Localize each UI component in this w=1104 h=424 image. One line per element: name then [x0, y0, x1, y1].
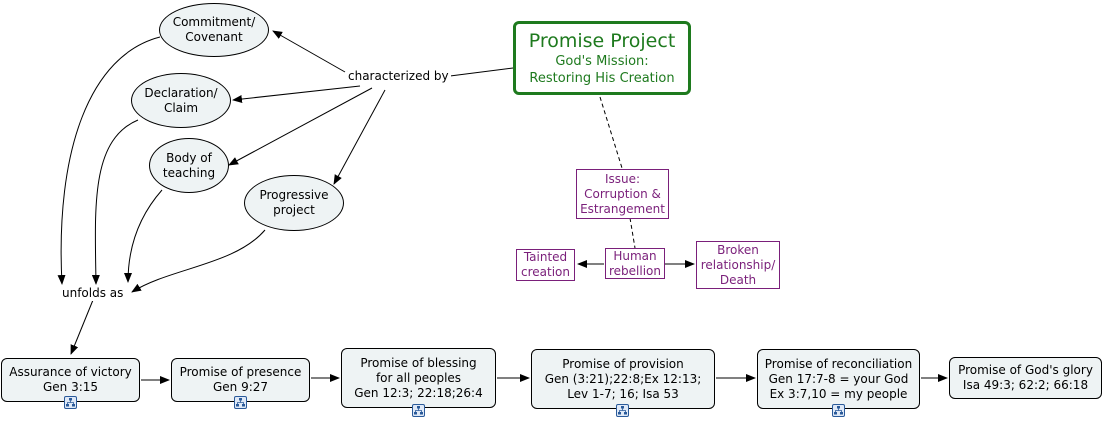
promise-of-reconciliation[interactable]: Promise of reconciliation Gen 17:7-8 = y… [757, 349, 920, 409]
arrow-unfolds-assurance [70, 299, 94, 355]
promise-label-line: Gen 12:3; 22:18;26:4 [354, 385, 483, 400]
arrow-progressive-unfolds [131, 229, 266, 293]
promise-label-line: Gen 17:7-8 = your God [768, 371, 909, 386]
main-concept[interactable]: Promise Project God's Mission: Restoring… [513, 21, 691, 95]
arrow-to-declaration [232, 85, 361, 103]
concept-label-line: Covenant [185, 30, 243, 44]
main-subtitle-line1: God's Mission: [555, 54, 649, 69]
issue-label-line: Human [613, 248, 657, 263]
submap-icon[interactable] [64, 396, 77, 409]
arrow-to-commitment [272, 30, 346, 73]
concept-label-line: Progressive [259, 188, 329, 202]
issue-label-line: Corruption & [584, 186, 661, 201]
link-label-characterized-by: characterized by [346, 69, 451, 84]
concept-human-rebellion[interactable]: Human rebellion [605, 248, 665, 279]
issue-label-line: Issue: [604, 171, 641, 186]
link-main-issue [599, 96, 623, 169]
promise-label-line: for all peoples [375, 370, 462, 385]
arrow-body-unfolds [124, 189, 163, 283]
promise-label-line: Promise of blessing [360, 355, 477, 370]
submap-icon[interactable] [832, 404, 845, 417]
arrow-to-body [228, 87, 373, 166]
promise-label-line: Isa 49:3; 62:2; 66:18 [962, 378, 1089, 392]
concept-issue-corruption[interactable]: Issue: Corruption & Estrangement [576, 169, 669, 219]
concept-label-line: teaching [162, 165, 216, 180]
arrow-to-progressive [333, 89, 386, 185]
promise-label-line: Gen 9:27 [212, 380, 269, 394]
promise-label-line: Promise of God's glory [958, 363, 1093, 377]
concept-broken-relationship[interactable]: Broken relationship/ Death [696, 241, 780, 289]
main-subtitle-line2: Restoring His Creation [529, 71, 675, 86]
concept-label-line: Claim [163, 100, 199, 115]
link-issue-rebellion [629, 217, 636, 249]
promise-label-line: Promise of presence [179, 365, 302, 379]
promise-of-presence[interactable]: Promise of presence Gen 9:27 [171, 358, 310, 402]
promise-of-gods-glory[interactable]: Promise of God's glory Isa 49:3; 62:2; 6… [949, 357, 1102, 399]
submap-icon[interactable] [234, 396, 247, 409]
concept-body-of-teaching[interactable]: Body of teaching [149, 138, 229, 193]
issue-label-line: rebellion [608, 263, 661, 278]
link-label-unfolds-as: unfolds as [60, 286, 126, 301]
concept-label-line: project [273, 203, 315, 217]
arrow-declaration-unfolds [91, 119, 139, 285]
arrow-commitment-unfolds [57, 36, 161, 285]
concept-declaration-claim[interactable]: Declaration/ Claim [131, 73, 231, 128]
promise-label-line: Assurance of victory [9, 365, 132, 379]
promise-label-line: Gen (3:21);22:8;Ex 12:13; [544, 371, 702, 386]
issue-label-line: Estrangement [580, 201, 665, 216]
link-main-characterized [449, 67, 514, 77]
issue-label-line: relationship/ [700, 257, 776, 272]
issue-label-line: Tainted [523, 250, 568, 264]
concept-label-line: Declaration/ [144, 85, 218, 100]
promise-of-blessing[interactable]: Promise of blessing for all peoples Gen … [341, 348, 496, 408]
concept-label-line: Body of [166, 150, 212, 165]
promise-label-line: Lev 1-7; 16; Isa 53 [567, 386, 679, 401]
promise-label-line: Ex 3:7,10 = my people [769, 386, 908, 401]
main-title: Promise Project [528, 30, 676, 52]
promise-of-provision[interactable]: Promise of provision Gen (3:21);22:8;Ex … [531, 349, 715, 409]
concept-commitment-covenant[interactable]: Commitment/ Covenant [159, 3, 269, 57]
promise-label-line: Promise of provision [562, 356, 684, 371]
concept-tainted-creation[interactable]: Tainted creation [516, 249, 575, 281]
submap-icon[interactable] [412, 404, 425, 417]
promise-label-line: Promise of reconciliation [764, 356, 913, 371]
concept-progressive-project[interactable]: Progressive project [244, 175, 344, 231]
concept-label-line: Commitment/ [172, 15, 256, 29]
promise-assurance-of-victory[interactable]: Assurance of victory Gen 3:15 [1, 358, 140, 402]
issue-label-line: Broken [717, 242, 759, 257]
issue-label-line: creation [521, 265, 570, 279]
promise-label-line: Gen 3:15 [42, 380, 99, 394]
submap-icon[interactable] [616, 404, 629, 417]
issue-label-line: Death [719, 272, 757, 287]
